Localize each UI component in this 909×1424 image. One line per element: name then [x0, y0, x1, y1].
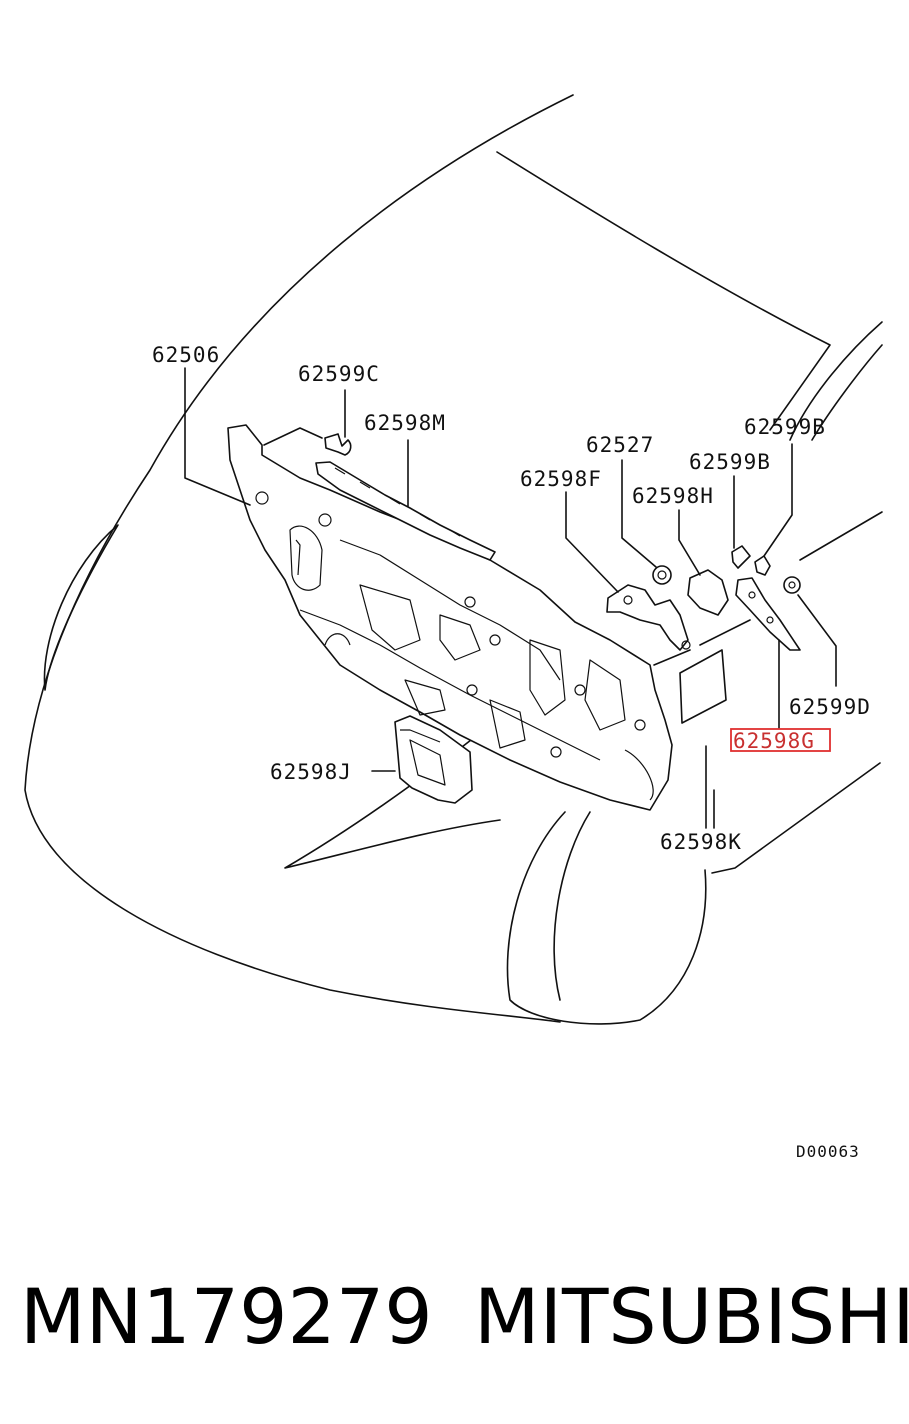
label-62598g-highlight	[730, 728, 831, 752]
part-number: MN179279	[20, 1272, 433, 1361]
washer-62599d	[783, 576, 801, 594]
duct-62598j	[394, 715, 473, 804]
label-62598g: 62598G	[733, 729, 815, 753]
pad-62598k	[679, 649, 727, 724]
piece-62598h	[687, 569, 729, 616]
clip-62599c	[263, 427, 352, 456]
footer: MN179279 MITSUBISHI	[0, 1262, 909, 1372]
bracket-62598f	[606, 584, 691, 651]
label-62527: 62527	[586, 433, 654, 457]
clip-62599b	[731, 545, 771, 576]
dash-panel-part	[227, 424, 673, 811]
label-62599b-lower: 62599B	[689, 450, 771, 474]
label-62599c: 62599C	[298, 362, 380, 386]
brand-name: MITSUBISHI	[474, 1272, 909, 1361]
leader-lines	[184, 367, 837, 829]
nut-62527	[652, 565, 672, 585]
label-62598f: 62598F	[520, 467, 602, 491]
label-62598j: 62598J	[270, 760, 352, 784]
label-62506: 62506	[152, 343, 220, 367]
bracket-62598g	[735, 577, 801, 651]
label-62598m: 62598M	[364, 411, 446, 435]
diagram-code: D00063	[796, 1142, 860, 1161]
part-labels: 62506 62599C 62598M 62527 62599B 62599B …	[152, 343, 871, 1161]
label-62598h: 62598H	[632, 484, 714, 508]
label-62599b-top: 62599B	[744, 415, 826, 439]
label-62599d: 62599D	[789, 695, 871, 719]
label-62598k: 62598K	[660, 830, 742, 854]
strip-insulator-part	[315, 461, 496, 561]
